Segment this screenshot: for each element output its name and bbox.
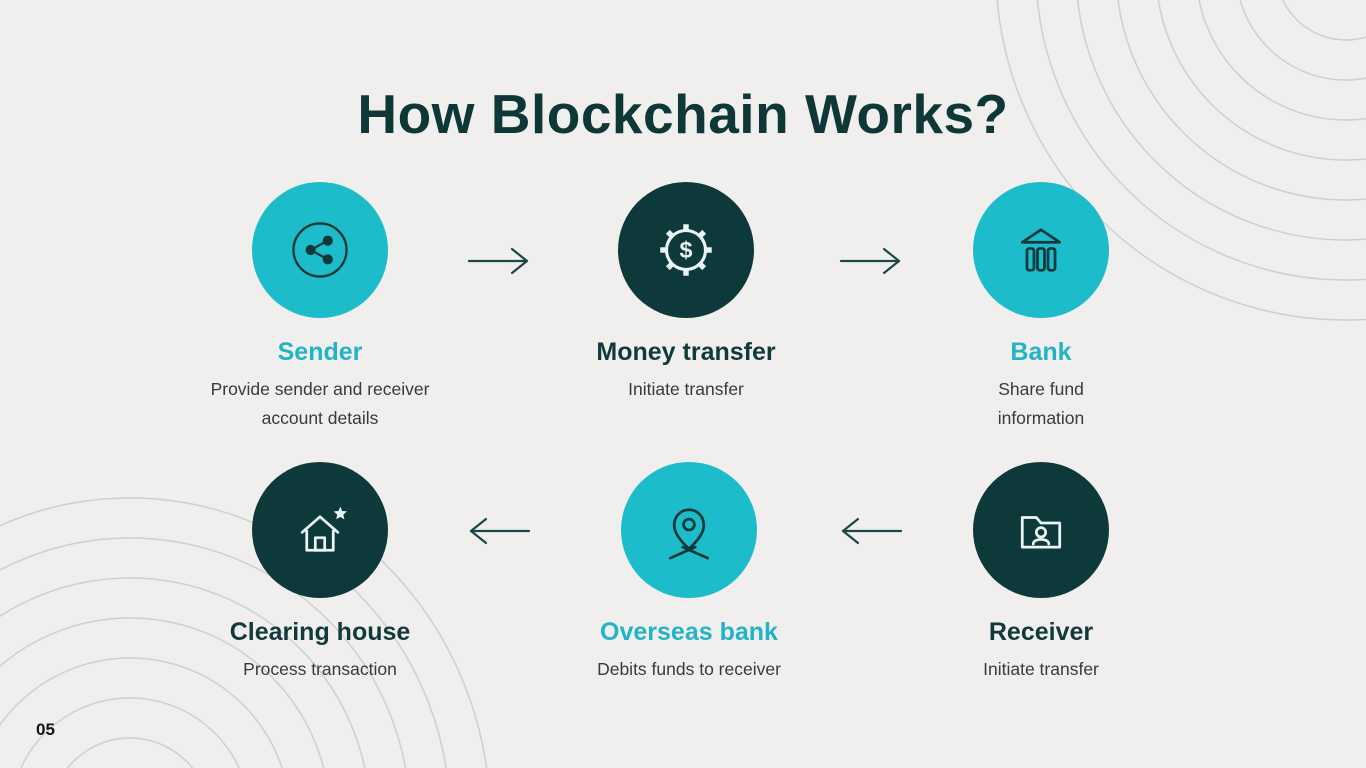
svg-text:$: $ xyxy=(679,237,692,263)
step-description: Debits funds to receiver xyxy=(597,659,781,679)
arrow-left-icon xyxy=(841,517,903,545)
step-sender: Sender Provide sender and receiver accou… xyxy=(160,182,480,434)
step-description: Provide sender and receiver account deta… xyxy=(210,379,430,429)
bank-circle xyxy=(973,182,1109,318)
arrow-left-icon xyxy=(469,517,531,545)
step-clearing-house: Clearing house Process transaction xyxy=(160,462,480,684)
step-title: Overseas bank xyxy=(600,618,778,646)
gear-dollar-icon: $ xyxy=(660,224,712,276)
step-description: Initiate transfer xyxy=(983,659,1099,679)
bank-building-icon xyxy=(1020,228,1062,272)
sender-circle xyxy=(252,182,388,318)
house-star-icon xyxy=(300,506,347,552)
step-overseas-bank: Overseas bank Debits funds to receiver xyxy=(529,462,849,684)
step-money-transfer: $ Money transfer Initiate transfer xyxy=(526,182,846,404)
receiver-circle xyxy=(973,462,1109,598)
page-number: 05 xyxy=(36,720,55,739)
star-shape xyxy=(333,506,347,520)
folder-user-icon xyxy=(1020,516,1062,549)
share-network-icon xyxy=(292,222,348,278)
overseas-bank-circle xyxy=(621,462,757,598)
step-receiver: Receiver Initiate transfer xyxy=(881,462,1201,684)
arrow-right-icon xyxy=(839,247,901,275)
step-description: Initiate transfer xyxy=(628,379,744,399)
step-title: Receiver xyxy=(988,618,1094,646)
map-pin-icon xyxy=(668,508,710,560)
step-description: Share fund information xyxy=(997,379,1085,429)
step-title: Clearing house xyxy=(229,618,411,646)
step-description: Process transaction xyxy=(243,659,397,679)
money-transfer-circle: $ xyxy=(618,182,754,318)
step-title: Bank xyxy=(1010,338,1072,366)
clearing-house-circle xyxy=(252,462,388,598)
step-title: Money transfer xyxy=(596,338,776,366)
arrow-right-icon xyxy=(467,247,529,275)
page-title: How Blockchain Works? xyxy=(357,83,1009,145)
step-title: Sender xyxy=(277,338,363,366)
step-bank: Bank Share fund information xyxy=(881,182,1201,434)
